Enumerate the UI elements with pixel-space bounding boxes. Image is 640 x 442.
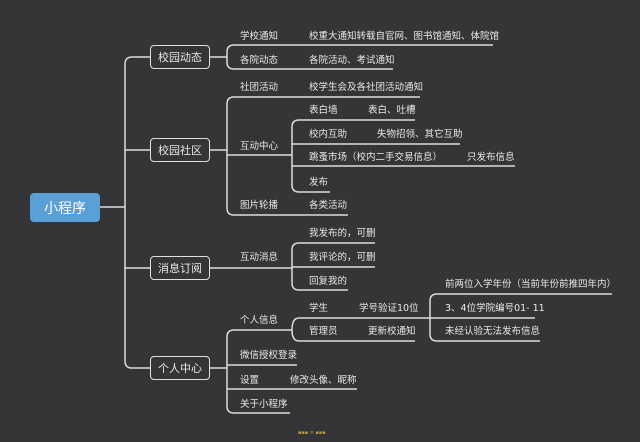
node-school-notice[interactable]: 学校通知 <box>240 31 279 42</box>
node-rule-2[interactable]: 3、4位学院编号01- 11 <box>445 303 545 314</box>
node-messages[interactable]: 消息订阅 <box>150 256 210 280</box>
node-profile[interactable]: 个人中心 <box>150 356 210 380</box>
node-replies[interactable]: 回复我的 <box>309 276 348 287</box>
node-student-desc[interactable]: 学号验证10位 <box>359 303 419 314</box>
node-college-news-desc[interactable]: 各院活动、考试通知 <box>309 55 395 66</box>
node-about[interactable]: 关于小程序 <box>240 399 288 410</box>
node-carousel[interactable]: 图片轮播 <box>240 200 279 211</box>
node-admin[interactable]: 管理员 <box>309 326 338 337</box>
watermark-logo: ▪▪▪ ✕ ▪▪▪ <box>298 430 326 436</box>
node-my-comments[interactable]: 我评论的，可删 <box>309 252 376 263</box>
node-settings-desc[interactable]: 修改头像、昵称 <box>290 375 357 386</box>
node-clubs-desc[interactable]: 校学生会及各社团活动通知 <box>309 82 424 93</box>
node-admin-desc[interactable]: 更新校通知 <box>368 326 416 337</box>
node-carousel-desc[interactable]: 各类活动 <box>309 200 348 211</box>
node-student[interactable]: 学生 <box>309 303 329 314</box>
node-personal-info[interactable]: 个人信息 <box>240 315 279 326</box>
node-clubs[interactable]: 社团活动 <box>240 82 279 93</box>
node-interaction[interactable]: 互动中心 <box>240 141 279 152</box>
node-interaction-msgs[interactable]: 互动消息 <box>240 252 279 263</box>
node-college-news[interactable]: 各院动态 <box>240 55 279 66</box>
node-rule-1[interactable]: 前两位入学年份（当前年份前推四年内） <box>445 279 617 290</box>
node-confession[interactable]: 表白墙 <box>309 105 338 116</box>
node-publish[interactable]: 发布 <box>309 177 329 188</box>
node-school-notice-desc[interactable]: 校重大通知转载自官网、图书馆通知、体院馆 <box>309 31 500 42</box>
node-settings[interactable]: 设置 <box>240 375 260 386</box>
node-mutual-help[interactable]: 校内互助 <box>309 129 348 140</box>
node-community[interactable]: 校园社区 <box>150 138 210 162</box>
node-flea[interactable]: 跳蚤市场（校内二手交易信息） <box>309 152 443 163</box>
node-my-posts[interactable]: 我发布的，可删 <box>309 228 376 239</box>
node-campus-news[interactable]: 校园动态 <box>150 45 210 69</box>
node-wechat-login[interactable]: 微信授权登录 <box>240 350 298 361</box>
node-mutual-help-desc[interactable]: 失物招领、其它互助 <box>377 129 463 140</box>
node-flea-desc[interactable]: 只发布信息 <box>467 152 515 163</box>
node-confession-desc[interactable]: 表白、吐槽 <box>368 105 416 116</box>
root-node[interactable]: 小程序 <box>30 193 100 222</box>
node-rule-3[interactable]: 未经认验无法发布信息 <box>445 326 541 337</box>
